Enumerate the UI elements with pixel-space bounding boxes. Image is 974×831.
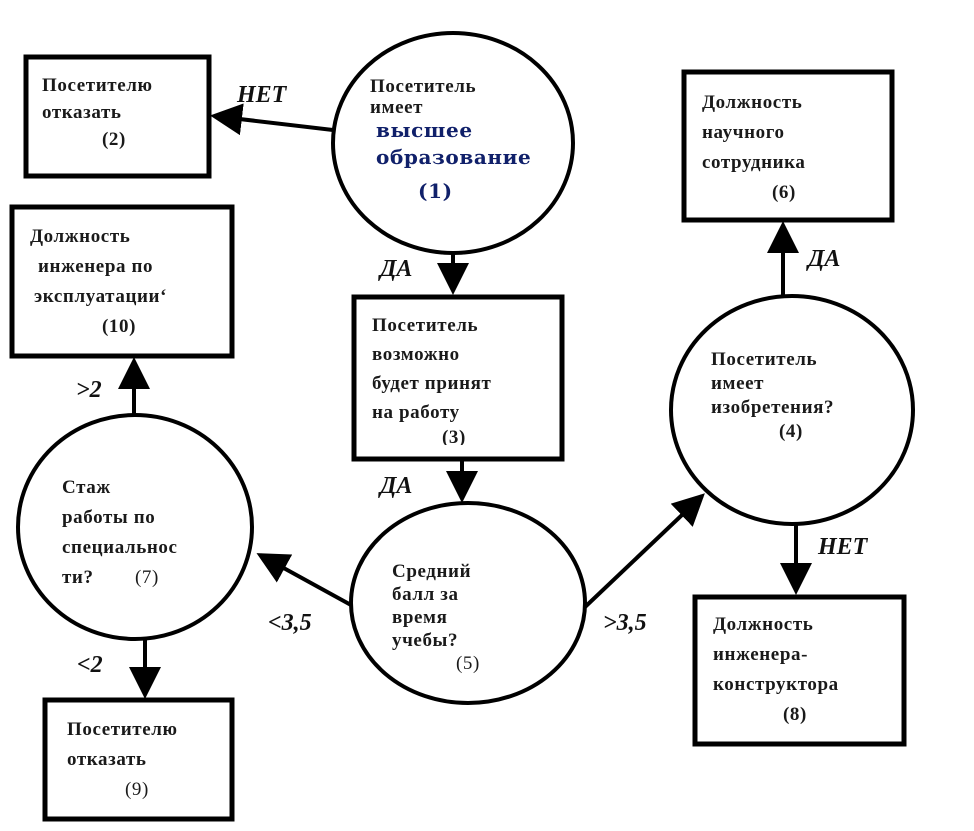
node-2-line: отказать (42, 102, 122, 123)
node-3-text: Посетитель возможно будет принят на рабо… (372, 311, 491, 445)
node-6-line: сотрудника (702, 152, 806, 173)
node-8-text: Должность инженера- конструктора (8) (713, 610, 839, 730)
node-10-line: Должность (30, 226, 131, 247)
node-1-number: (1) (418, 179, 453, 203)
node-8-line: конструктора (713, 674, 839, 695)
node-2-text: Посетителю отказать (2) (42, 72, 153, 153)
node-3-line: будет принят (372, 373, 492, 394)
node-1-line-highlight: образование (376, 145, 532, 169)
edge-1-to-2 (210, 103, 334, 136)
node-3-line: возможно (372, 344, 460, 365)
node-5-text: Средний балл за время учебы? (5) (392, 560, 548, 675)
node-1-text: Посетитель имеет высшее образование (1) (370, 75, 531, 203)
node-10-number: (10) (102, 316, 137, 337)
node-5-line-justified: балл за (392, 583, 548, 606)
edge-label-1-3: ДА (380, 256, 413, 282)
node-7-line-last: ти? (7) (62, 563, 218, 593)
node-3-box (351, 294, 565, 462)
node-6-text: Должность научного сотрудника (6) (702, 88, 806, 208)
node-8-line: инженера- (713, 644, 809, 665)
node-1-line: Посетитель (370, 76, 477, 97)
node-9-number: (9) (125, 779, 149, 800)
edge-label-4-8: НЕТ (818, 534, 868, 560)
node-3-number: (3) (442, 427, 466, 445)
node-4-number: (4) (779, 421, 803, 442)
node-4-text: Посетитель имеет изобретения? (4) (711, 348, 834, 444)
node-10-line: эксплуатации‘ (34, 286, 168, 307)
node-7-line: специальнос (62, 537, 178, 558)
node-4-line: Посетитель (711, 349, 818, 370)
node-9-line: отказать (67, 749, 147, 770)
node-4-circle (669, 294, 915, 526)
node-10-text: Должность инженера по эксплуатации‘ (10) (30, 222, 167, 342)
edge-label-4-6: ДА (808, 246, 841, 272)
node-3-line: на работу (372, 402, 460, 423)
node-10-box (9, 204, 235, 359)
node-5-line: время (392, 607, 448, 628)
node-5-word: балл (392, 584, 435, 605)
node-5-line: учебы? (392, 630, 459, 651)
edge-label-3-5: ДА (380, 473, 413, 499)
node-7-word: по (133, 507, 156, 528)
node-4-line: имеет (711, 373, 765, 394)
node-6-line: научного (702, 122, 785, 143)
edge-5-to-4 (583, 493, 705, 609)
node-8-line: Должность (713, 614, 814, 635)
node-6-box (681, 69, 895, 223)
node-8-box (692, 594, 907, 747)
node-7-line-justified: работы по (62, 503, 218, 533)
node-4-line: изобретения? (711, 397, 835, 418)
node-3-line: Посетитель (372, 315, 479, 336)
node-7-line: Стаж (62, 477, 111, 498)
edge-label-7-10: >2 (76, 377, 102, 403)
node-1-line-highlight: высшее (376, 118, 473, 142)
node-7-number: (7) (134, 567, 159, 588)
node-7-word: ти? (62, 567, 94, 588)
node-6-line: Должность (702, 92, 803, 113)
node-1-line: имеет (370, 97, 424, 118)
node-2-box (23, 54, 212, 179)
node-2-number: (2) (102, 129, 126, 150)
node-10-line: инженера по (38, 256, 154, 277)
edge-label-1-2: НЕТ (237, 82, 287, 108)
edge-label-5-4: >3,5 (603, 610, 647, 636)
node-9-box (42, 697, 235, 822)
node-6-number: (6) (772, 182, 796, 203)
node-5-word: за (440, 584, 459, 605)
node-5-number: (5) (456, 653, 480, 674)
node-2-line: Посетителю (42, 75, 153, 96)
node-7-text: Стаж работы по специальнос ти? (7) (62, 473, 218, 593)
edge-5-to-7 (256, 553, 352, 607)
node-7-word: работы (62, 507, 129, 528)
node-5-line: Средний (392, 561, 472, 582)
node-9-line: Посетителю (67, 719, 178, 740)
edge-label-7-9: <2 (77, 652, 103, 678)
edge-label-5-7: <3,5 (268, 610, 312, 636)
node-9-text: Посетителю отказать (9) (67, 715, 178, 805)
node-8-number: (8) (783, 704, 807, 725)
